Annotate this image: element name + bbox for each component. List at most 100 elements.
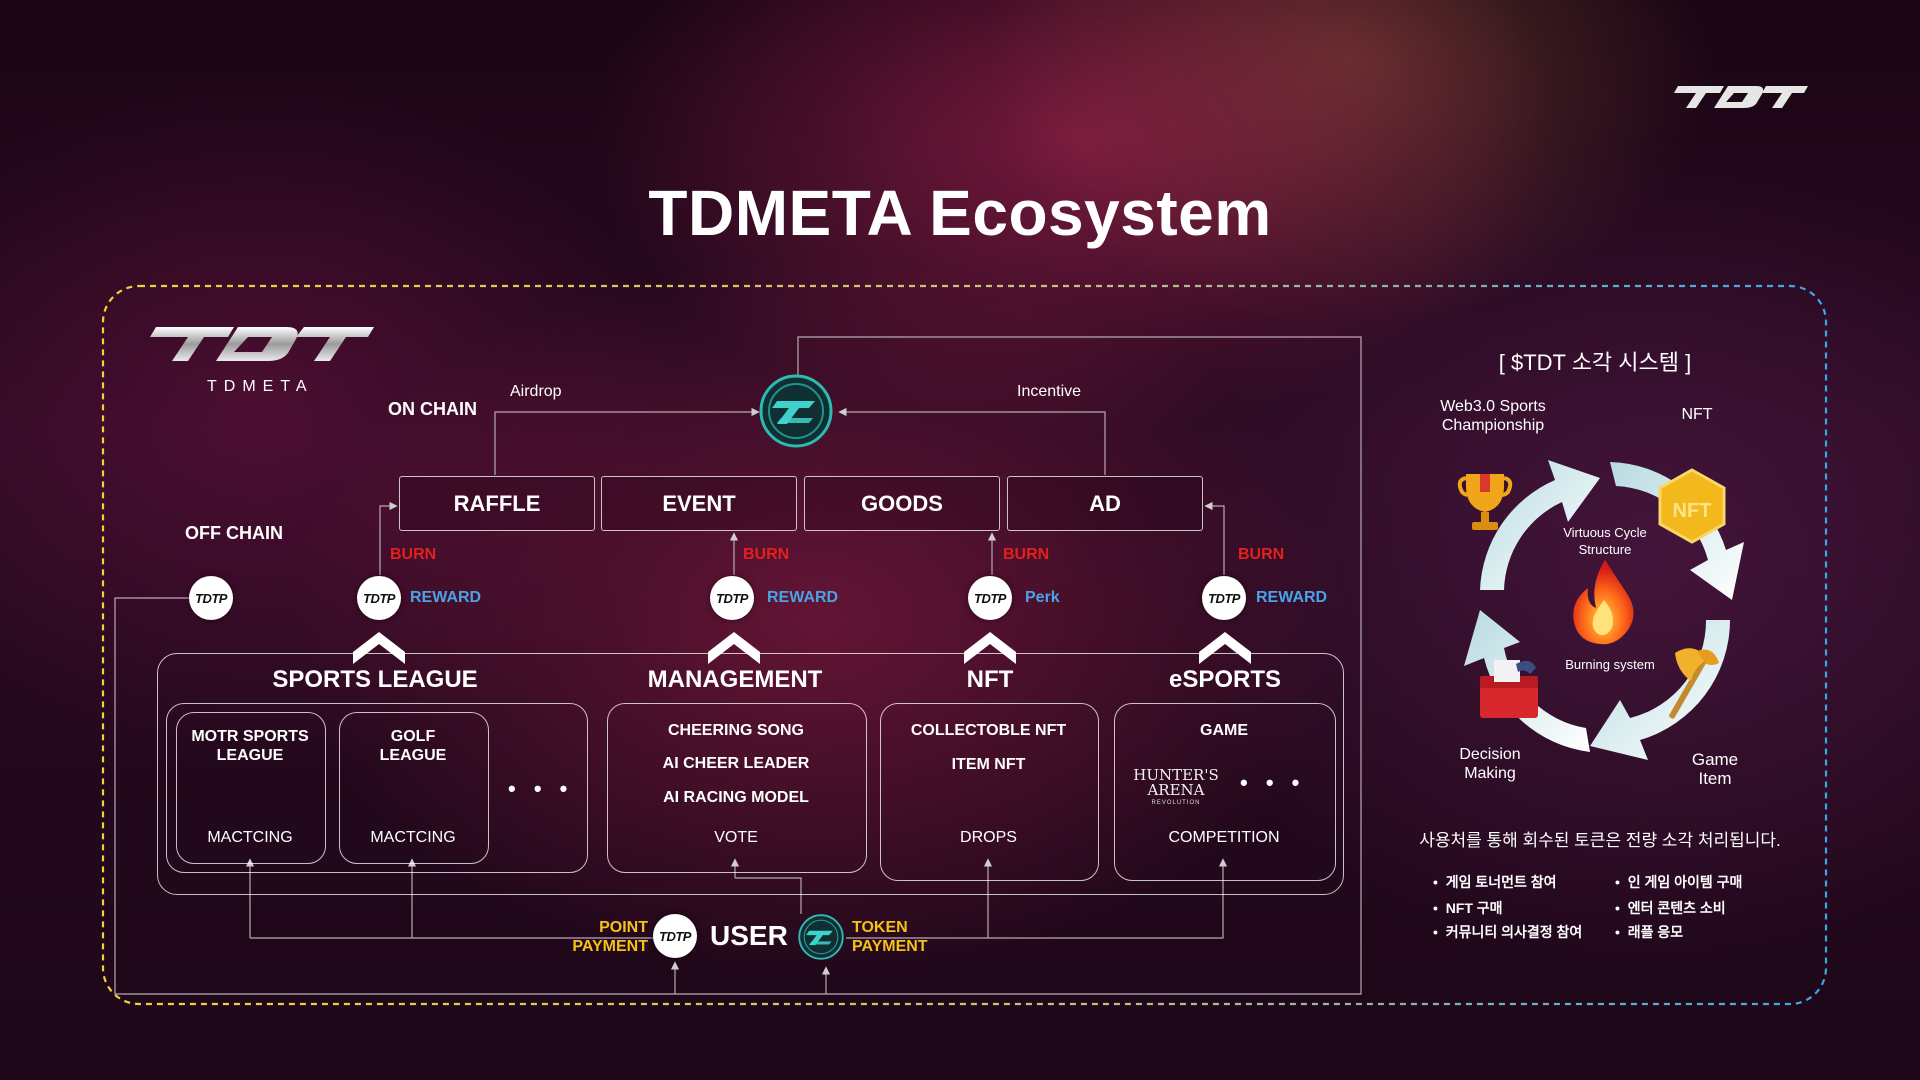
tdt-logo-top [1674,86,1808,108]
management-item-ai-racing-model: AI RACING MODEL [663,789,809,806]
burn-label-nft: BURN [1003,546,1050,563]
bullet-left-2-text: NFT 구매 [1445,900,1503,916]
ballot-box-icon [1480,660,1538,718]
bullet-left-3-text: 커뮤니티 의사결정 참여 [1445,924,1583,940]
bullet-left-2: • NFT 구매 [1433,900,1503,916]
sports-more-dots: • • • [508,776,574,801]
burn-note: 사용처를 통해 회수된 토큰은 전량 소각 처리됩니다. [1419,831,1781,850]
channel-raffle-label: RAFFLE [453,490,541,516]
nft-hex-icon [1658,468,1726,544]
incentive-label: Incentive [1017,383,1082,400]
burn-label-sports: BURN [390,546,437,563]
burn-label-management: BURN [743,546,790,563]
up-chevron-icon [708,632,760,664]
nft-item-collectible: COLLECTOBLE NFT [910,722,1067,739]
burn-system-title: [ $TDT 소각 시스템 ] [1498,350,1692,375]
cycle-arrow-bottom-left [1464,610,1590,752]
channel-event: EVENT [601,476,797,531]
bullet-left-1: • 게임 토너먼트 참여 [1433,874,1557,890]
nft-item-item-nft: ITEM NFT [951,756,1026,773]
page-title: TDMETA Ecosystem [648,177,1272,249]
point-payment-label: POINT PAYMENT [572,919,648,955]
on-chain-label: ON CHAIN [388,399,477,419]
hunters-arena-logo: HUNTER'S ARENA [1133,766,1219,799]
bullet-left-3: • 커뮤니티 의사결정 참여 [1433,924,1583,940]
game-item-label: Game Item [1691,750,1739,788]
tdt-token-icon-user [798,914,844,960]
nft-hex-text: NFT [1673,500,1712,522]
burn-label-esports: BURN [1238,546,1285,563]
airdrop-label: Airdrop [510,383,562,400]
hunters-arena-logo-sub: REVOLUTION [1151,800,1201,806]
reward-label-management: REWARD [767,589,839,606]
management-sub: VOTE [714,829,758,846]
web3-championship-label: Web3.0 Sports Championship [1440,398,1546,434]
tdtp-badge-nft: TDTP [968,576,1012,620]
up-chevron-icon [353,632,405,664]
nft-box [880,703,1099,881]
reward-label-sports: REWARD [410,589,482,606]
management-item-cheering-song: CHEERING SONG [667,722,804,739]
up-chevron-icon [964,632,1016,664]
trophy-icon [1457,474,1513,530]
tdtp-badge-esports: TDTP [1202,576,1246,620]
axe-icon [1669,648,1719,719]
flame-icon [1573,560,1634,645]
tdtp-badge-user: TDTP [653,914,697,958]
management-box [607,703,867,873]
decision-making-label: Decision Making [1459,746,1521,782]
tdmeta-wordmark: TDMETA [207,378,314,395]
category-title-sports: SPORTS LEAGUE [272,666,478,693]
management-item-ai-cheer-leader: AI CHEER LEADER [662,755,810,772]
channel-ad-label: AD [1089,490,1121,516]
virtuous-cycle-label: Virtuous Cycle Structure [1563,525,1647,557]
nft-label: NFT [1681,406,1713,423]
user-label: USER [710,920,788,951]
perk-label-nft: Perk [1025,589,1060,606]
channel-goods-label: GOODS [861,490,943,516]
golf-league-label: GOLF LEAGUE [379,728,447,764]
motor-sports-label: MOTR SPORTS LEAGUE [191,728,309,764]
cycle-arrow-bottom-right [1590,620,1730,760]
bullet-right-3-text: 래플 응모 [1627,924,1684,940]
esports-box [1114,703,1336,881]
esports-sub: COMPETITION [1168,829,1280,846]
token-payment-label: TOKEN PAYMENT [852,919,928,955]
motor-sports-sub: MACTCING [207,829,293,846]
cycle-arrow-top-left [1480,460,1600,590]
burning-system-label: Burning system [1565,657,1655,672]
bullet-right-1-text: 인 게임 아이템 구매 [1627,874,1743,890]
channel-ad: AD [1007,476,1203,531]
bullet-left-1-text: 게임 토너먼트 참여 [1445,874,1557,890]
channel-event-label: EVENT [662,490,736,516]
tdt-token-icon [759,374,833,448]
category-title-management: MANAGEMENT [647,666,823,693]
tdtp-badge-offchain: TDTP [189,576,233,620]
tdtp-badge-sports: TDTP [357,576,401,620]
esports-item-game: GAME [1200,722,1248,739]
virtuous-cycle-graphic: NFT [1457,460,1744,760]
esports-more-dots: • • • [1240,770,1306,795]
up-chevron-icon [1199,632,1251,664]
bullet-right-1: • 인 게임 아이템 구매 [1615,874,1743,890]
off-chain-label: OFF CHAIN [185,523,283,543]
reward-label-esports: REWARD [1256,589,1328,606]
tdt-logo-main [150,327,374,361]
bullet-right-3: • 래플 응모 [1615,924,1684,940]
category-title-esports: eSPORTS [1168,666,1282,693]
tdtp-badge-management: TDTP [710,576,754,620]
bullet-right-2-text: 엔터 콘텐츠 소비 [1627,900,1726,916]
channel-raffle: RAFFLE [399,476,595,531]
nft-sub: DROPS [960,829,1017,846]
category-title-nft: NFT [966,666,1014,693]
sports-league-box [166,703,588,873]
cycle-arrow-top-right [1610,462,1744,600]
motor-sports-card [176,712,326,864]
golf-league-card [339,712,489,864]
outer-frame [101,284,1828,1006]
channel-goods: GOODS [804,476,1000,531]
bullet-right-2: • 엔터 콘텐츠 소비 [1615,900,1726,916]
categories-container [157,653,1344,895]
